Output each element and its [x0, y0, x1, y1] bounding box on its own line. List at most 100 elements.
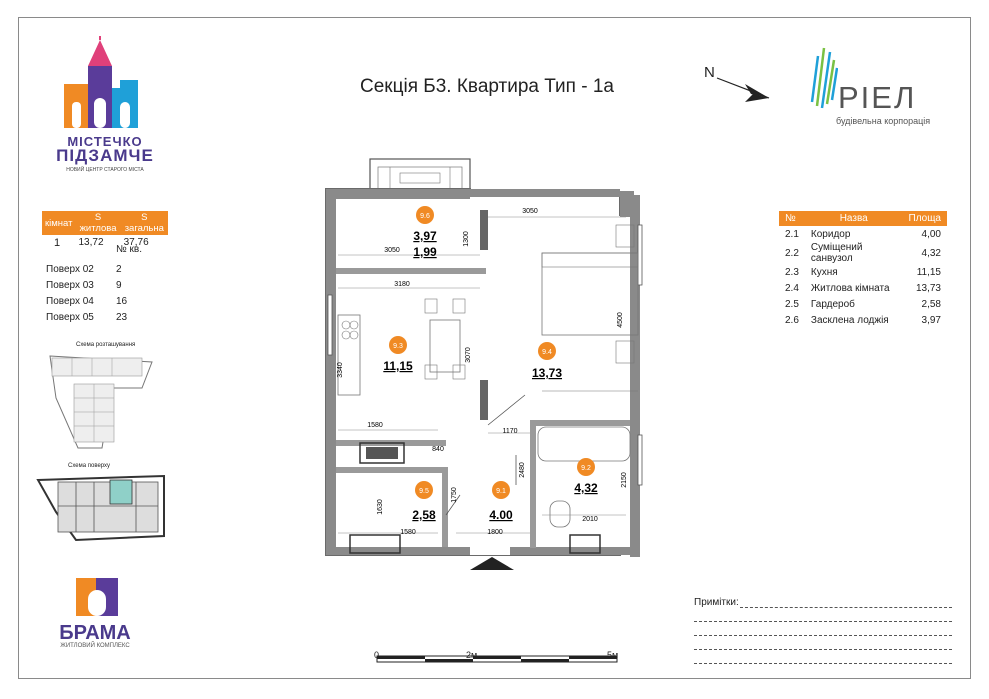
dim-label: 3070 [465, 347, 472, 363]
svg-text:9.2: 9.2 [581, 465, 591, 472]
svg-text:9.1: 9.1 [496, 488, 506, 495]
wall [530, 420, 536, 548]
room-marker-9-6: 9.6 3,97 1,99 [413, 206, 437, 259]
north-label: N [704, 64, 715, 81]
note-line [694, 663, 952, 664]
room-area: 11,15 [383, 359, 413, 373]
wall [442, 467, 448, 547]
dim-label: 3050 [522, 208, 538, 215]
room-area: 4.00 [489, 508, 513, 522]
dim-label: 1580 [400, 529, 416, 536]
riel-logo-icon [810, 47, 838, 109]
dim-label: 2010 [582, 516, 598, 523]
wall [326, 189, 336, 555]
dim-label: 2480 [519, 462, 526, 478]
wall [480, 380, 488, 420]
floor-scheme-label: Схема поверху [68, 463, 111, 469]
summary-total: 37,76 [123, 237, 149, 248]
svg-text:9.5: 9.5 [419, 488, 429, 495]
summary-living: 13,72 [78, 237, 104, 248]
wall [470, 189, 620, 197]
svg-text:9.6: 9.6 [420, 213, 430, 220]
dim-label: 3180 [394, 281, 410, 288]
room-marker-9-1: 9.1 4.00 [489, 481, 513, 522]
summary-table: кімнат S житлова S загальна 1 13,72 37,7… [42, 211, 168, 250]
mistechko-subtitle: НОВИЙ ЦЕНТР СТАРОГО МІСТА [66, 167, 144, 173]
wall [530, 420, 630, 426]
location-scheme-map [49, 355, 153, 449]
room-area: 2,58 [412, 508, 436, 522]
mistechko-title-2: ПІДЗАМЧЕ [56, 146, 154, 165]
summary-header-total: S загальна [120, 211, 168, 235]
north-arrow-icon [716, 77, 770, 102]
note-line [740, 607, 952, 608]
brama-name: БРАМА [59, 622, 131, 644]
summary-header-living: S житлова [75, 211, 121, 235]
summary-rooms: 1 [54, 236, 61, 249]
wall [326, 189, 470, 199]
wall [630, 195, 640, 557]
notes-label: Примітки: [694, 597, 739, 608]
room-area: 4,32 [574, 481, 598, 495]
scale-bar [376, 655, 618, 663]
svg-text:9.3: 9.3 [393, 343, 403, 350]
dim-label: 2150 [621, 472, 628, 488]
room-area: 3,97 [413, 229, 437, 243]
room-marker-9-2: 9.2 4,32 [574, 458, 598, 495]
summary-header-rooms: кімнат [42, 211, 76, 235]
dim-label: 4500 [617, 312, 624, 328]
mistechko-title-1: МІСТЕЧКО [67, 134, 143, 149]
note-line [694, 621, 952, 622]
dim-label: 1170 [502, 428, 517, 435]
entrance-arrow-icon [470, 557, 514, 570]
brama-logo-icon [76, 578, 118, 616]
dim-label: 1750 [451, 487, 458, 503]
rooms-header-n: № [779, 211, 805, 226]
riel-name: РІЕЛ [838, 80, 917, 115]
dim-label: 3050 [384, 247, 400, 254]
kv-label: № кв. [116, 244, 142, 255]
dim-label: 840 [432, 446, 444, 453]
brama-subtitle: ЖИТЛОВИЙ КОМПЛЕКС [60, 643, 130, 649]
room-marker-9-4: 9.4 13,73 [532, 342, 562, 380]
room-marker-9-5: 9.5 2,58 [412, 481, 436, 522]
dim-label: 1630 [377, 499, 384, 515]
page-frame [18, 17, 971, 679]
rooms-header-name: Назва [804, 211, 903, 226]
wall [480, 210, 488, 250]
room-marker-9-3: 9.3 11,15 [383, 336, 413, 373]
floor-scheme-map [36, 474, 165, 542]
room-area-2: 1,99 [413, 245, 437, 259]
dim-label: 1800 [487, 529, 503, 536]
riel-subtitle: будівельна корпорація [836, 116, 931, 126]
dim-label: 1300 [463, 231, 470, 247]
dim-label: 1580 [367, 422, 383, 429]
scale-label-5: 5м [607, 650, 619, 660]
location-scheme-label: Схема розташування [76, 342, 136, 348]
svg-text:9.4: 9.4 [542, 349, 552, 356]
wall [336, 268, 486, 274]
floor-plan: 3050 1300 3050 3180 3340 3070 4500 1580 … [325, 158, 643, 570]
page-title: Секція Б3. Квартира Тип - 1а [360, 76, 614, 97]
mistechko-logo-icon [64, 36, 138, 128]
scale-label-0: 0 [374, 650, 380, 660]
rooms-header-area: Площа [902, 211, 947, 226]
note-line [694, 635, 952, 636]
dim-label: 3340 [337, 362, 344, 378]
scale-label-2: 2м [466, 650, 478, 660]
room-area: 13,73 [532, 366, 562, 380]
wall [336, 467, 444, 473]
note-line [694, 649, 952, 650]
